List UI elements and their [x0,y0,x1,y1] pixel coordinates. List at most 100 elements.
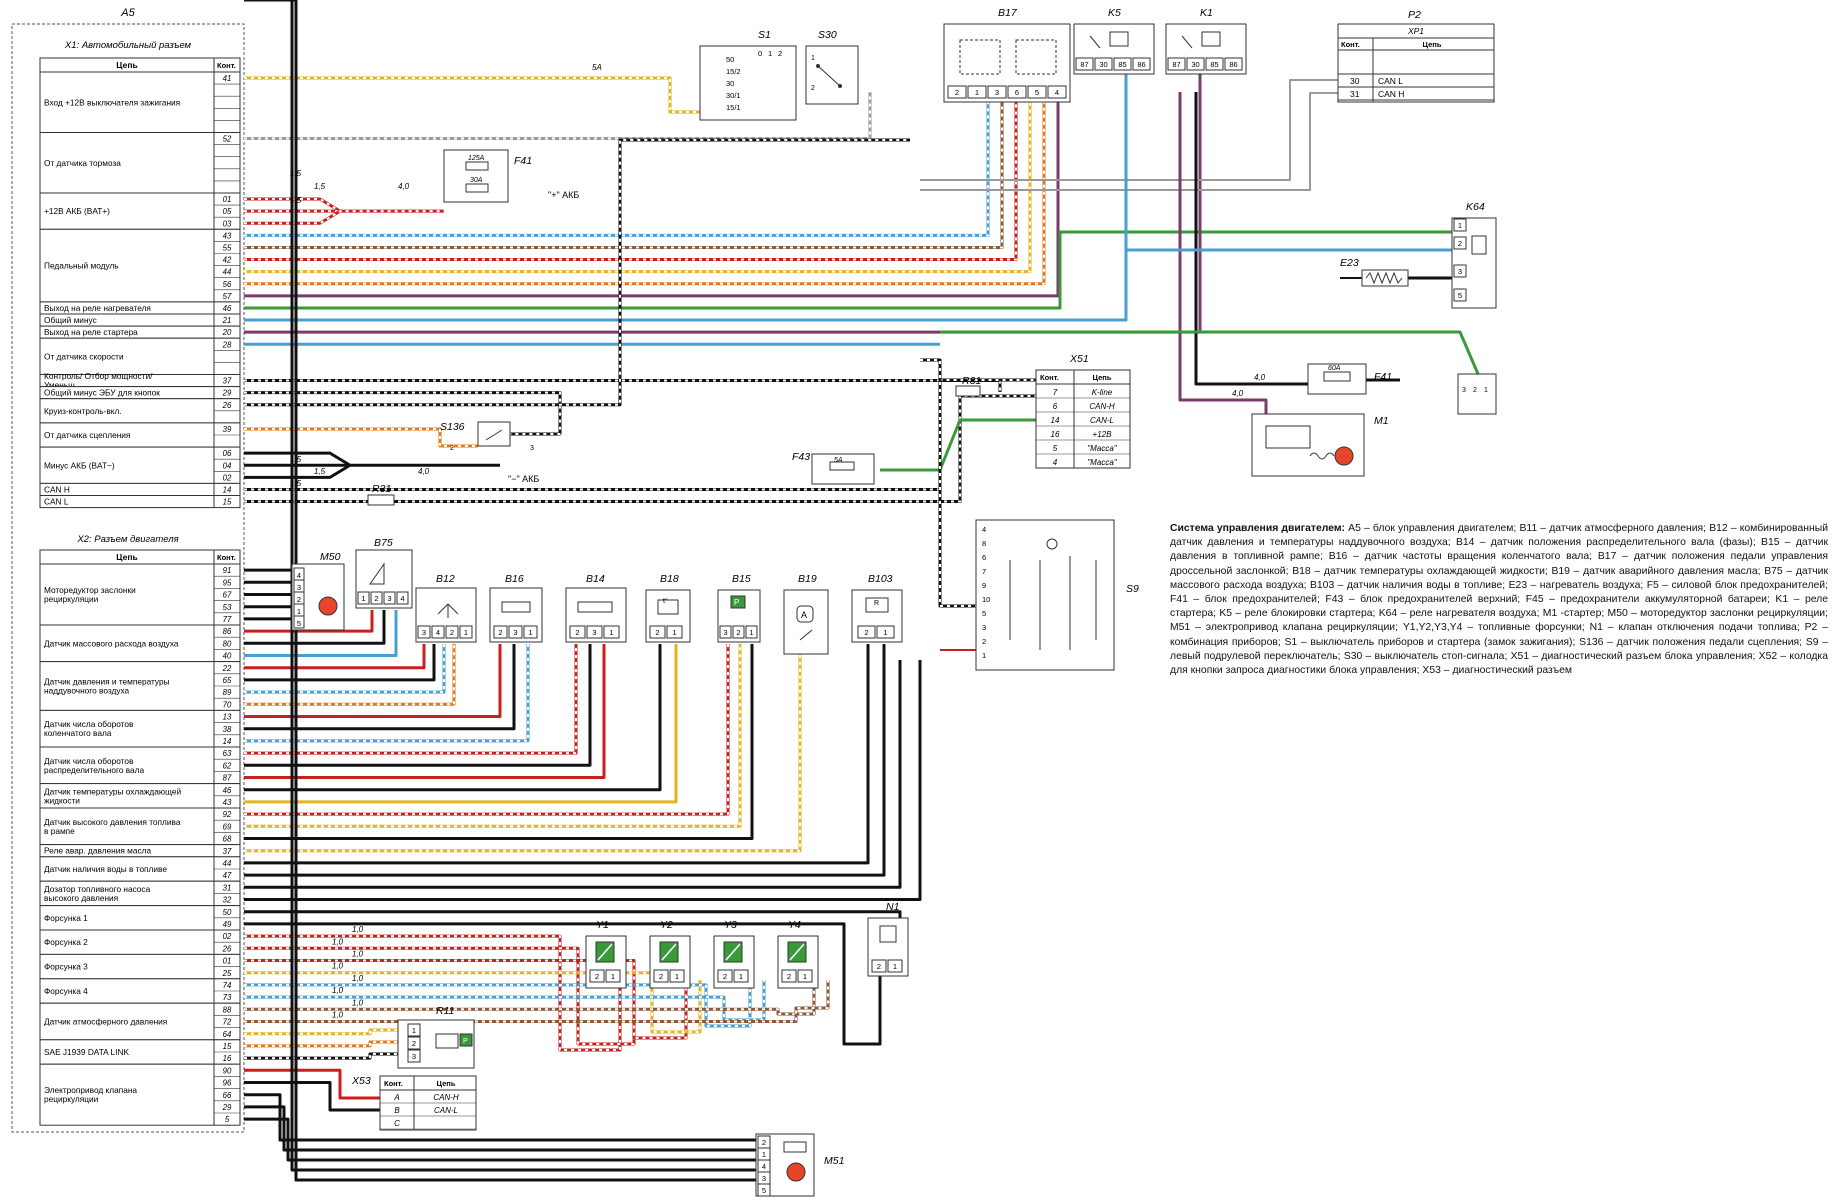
x2-pin-number: 47 [223,871,232,880]
battery-plus-terminal: "+" АКБ [548,190,579,200]
wire-sensor [244,644,870,865]
x1-pin-number: 43 [223,231,232,240]
wire-can-h-stripe [244,379,1036,491]
s9-pin-label: 3 [982,623,986,632]
b103-pin-box [857,625,876,639]
x1-pin-number: 46 [223,304,232,313]
wire-injector-stripe [244,935,621,1051]
r11-pin-box [407,1023,421,1037]
b12-pin-label: 2 [450,628,454,637]
x2-pin-number: 31 [223,883,232,892]
s9-pin-label: 7 [982,567,986,576]
x2-pin-number: 95 [223,578,232,587]
x2-circuit-label: Датчик массового расхода воздуха [44,638,179,648]
x1-pin-number: 55 [223,244,232,253]
s1-pin-label: 30 [726,79,734,88]
x51-row-pin: 14 [1051,416,1060,425]
x1-pin-number: 21 [222,316,232,325]
x2-group-row [39,807,241,846]
x2-circuit-label: Форсунка 2 [44,937,88,947]
injector-pin-box [605,969,621,983]
injector-pin-box [589,969,605,983]
x1-circuit-label: Уменьш. [44,380,77,390]
conn321-pin-2: 2 [1473,387,1477,394]
s1-position-label: 2 [778,49,782,58]
wire-pedal-module [244,102,1060,298]
b14-pin-box [569,625,586,639]
figure-caption: Система управления двигателем: A5 – блок… [1170,522,1828,678]
x1-group-row [39,228,241,303]
wire-cross-section-label: 1,5 [290,479,302,488]
k5-pin-label: 86 [1137,60,1145,69]
a5-title: A5 [120,7,135,19]
x2-pin-number: 87 [223,774,232,783]
x2-pin-number: 89 [223,688,232,697]
b14-pin-box [586,625,603,639]
wire-power-takeoff-stripe [244,379,1001,392]
wire-injector [244,980,816,1016]
m50-pin-label: 2 [297,595,301,604]
b75-pin-box [396,591,409,605]
f41a-label: F41 [514,155,532,167]
x2-circuit-label: Датчик атмосферного давления [44,1017,167,1027]
wire-cross-section-label: 1,0 [332,1011,344,1020]
x1-circuit-label: От датчика сцепления [44,430,130,440]
x1-pin-number: 29 [222,389,232,398]
b15-pin-box [719,625,732,639]
b16-pin-box [508,625,523,639]
k1-pin-box [1186,57,1205,71]
wire-sensor-stripe [244,644,577,755]
m50-pin-label: 3 [297,583,301,592]
x2-pin-number: 69 [223,822,232,831]
injector-pin-label: 1 [675,972,679,981]
xp1-row-1-circuit: CAN L [1378,76,1403,86]
wire-sensor-stripe [244,644,741,828]
f43-fuse: 5A [834,457,843,464]
m51-label: M51 [824,1155,844,1167]
x51-row-circuit: CAN-L [1090,416,1114,425]
b16-pin-label: 3 [513,628,517,637]
x2-circuit-label: коленчатого вала [44,728,112,738]
wire-pedal-module [244,102,1046,286]
injector-pin-label: 2 [787,972,791,981]
x2-circuit-label: Форсунка 4 [44,986,88,996]
x2-pin-number: 92 [223,810,232,819]
s136-pin-2: 2 [450,445,454,452]
wire-k5-heater [1124,92,1452,252]
x2-group-row [39,563,241,626]
x2-group-row [39,929,241,955]
wire-harness: 5A1,51,51,54,01,51,51,54,04,04,01,01,01,… [244,0,1480,1182]
x2-circuit-label: Форсунка 1 [44,913,88,923]
wire-sensor [244,644,516,731]
wire-ecu-minus-buttons-stripe [244,391,561,435]
wire-bat-minus-3 [244,463,351,479]
wire-sensor [244,644,592,767]
b12-pin-box [417,625,431,639]
wire-m51 [244,1117,756,1162]
wire-injector-stripe [244,947,635,1045]
wire-injector-stripe [244,971,701,1033]
injector-pin-box [669,969,685,983]
connector-321: 3 2 1 [1457,373,1497,415]
b19-symbol: A [801,610,807,620]
x51-row-pin: 4 [1053,458,1058,467]
b12-pin-box [445,625,459,639]
x2-pin-number: 37 [223,847,232,856]
x2-circuit-label: в рампе [44,826,75,836]
injector-pin-label: 1 [611,972,615,981]
injector-pin-box [653,969,669,983]
x51-row-pin: 5 [1053,444,1058,453]
x1-circuit-label: Контроль/ Отбор мощности/ [44,371,153,381]
n1-label: N1 [886,901,899,913]
x1-circuit-label: CAN L [44,497,69,507]
b18-pin-label: 2 [655,628,659,637]
b75-label: B75 [374,537,393,549]
x51-row-pin: 16 [1051,430,1060,439]
m51-pin-label: 1 [762,1150,766,1159]
x1-pin-number: 28 [222,340,232,349]
x1-circuit-label: Педальный модуль [44,261,119,271]
